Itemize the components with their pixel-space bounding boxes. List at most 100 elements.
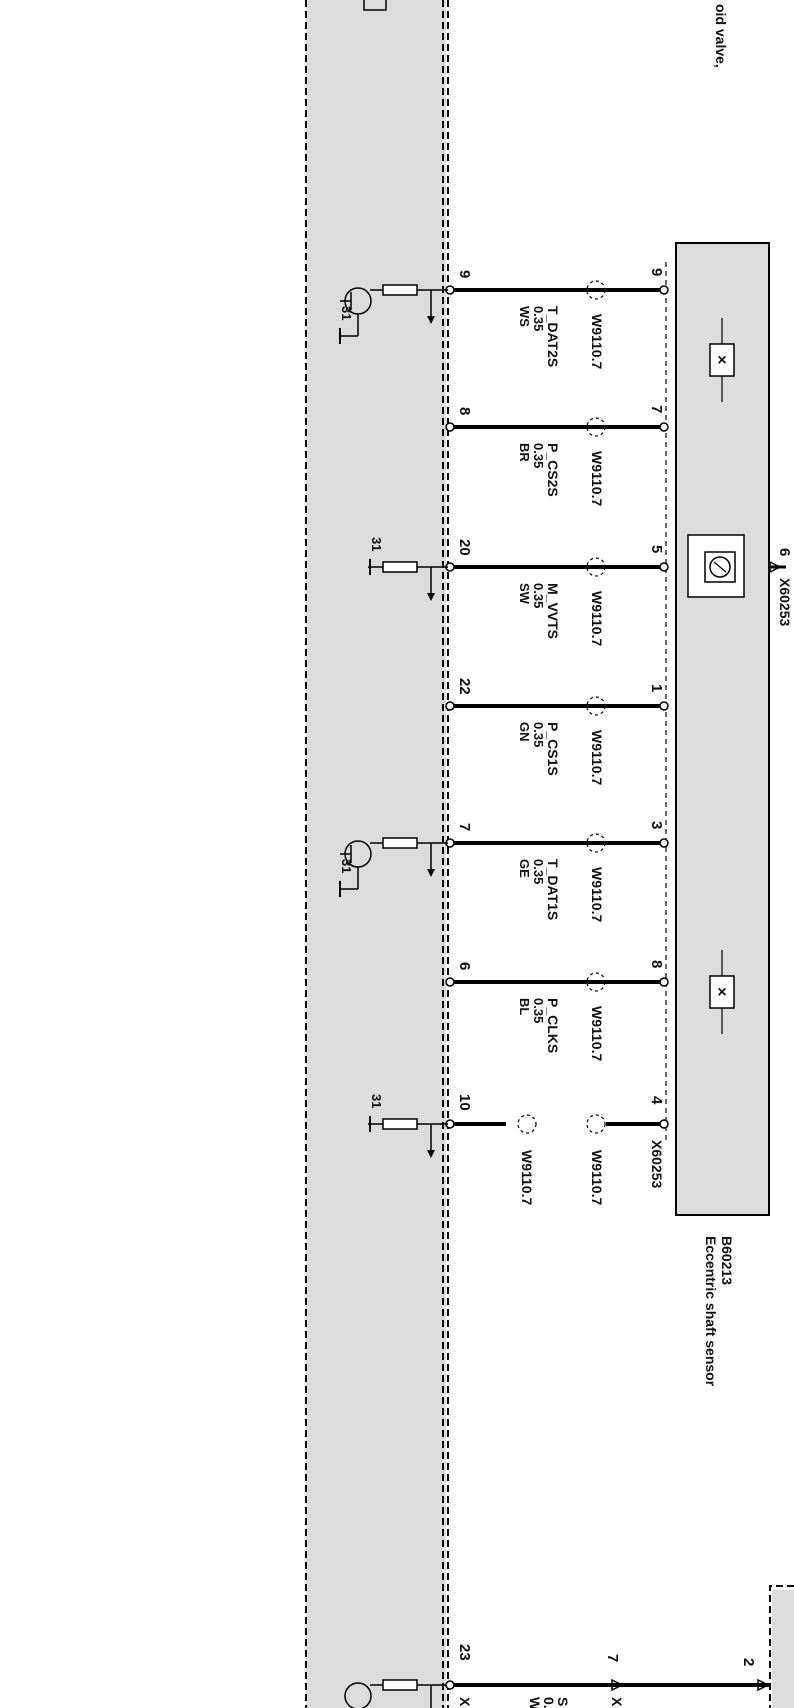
svg-text:×: × <box>717 984 726 1001</box>
wire-harness: W9110.7 <box>589 1006 605 1061</box>
sensor-terminal <box>659 701 669 711</box>
wire-signal: M_VVTS <box>545 583 561 639</box>
harness-marker <box>586 280 606 300</box>
bottom-module <box>445 1585 794 1708</box>
ecu-pin-number: 6 <box>456 962 473 970</box>
ground-label-31: 31 <box>369 537 384 551</box>
arrow-down-icon <box>427 593 435 601</box>
sensor-pin-number: 5 <box>648 545 665 553</box>
sensor-box <box>675 242 770 1216</box>
wire-gauge: 0.35 <box>531 859 546 884</box>
ecu-pin-number: 20 <box>456 539 473 556</box>
wire-harness: W9110.7 <box>589 730 605 785</box>
ecu-top-symbol <box>363 0 387 11</box>
ecu-pin-number: 22 <box>456 678 473 695</box>
resistor-icon <box>382 561 418 573</box>
sensor-element-icon-bottom: × <box>709 950 735 1034</box>
wire-signal: T_DAT1S <box>545 859 561 920</box>
resistor-icon <box>382 284 418 296</box>
bottom-label-s: S <box>555 1697 571 1706</box>
wire-color: BL <box>517 998 532 1015</box>
arrow-down-icon <box>427 316 435 324</box>
wire-gauge: 0.35 <box>531 998 546 1023</box>
harness-marker <box>586 696 606 716</box>
wire-harness: W9110.7 <box>589 591 605 646</box>
ecu-pin-number: 9 <box>456 270 473 278</box>
sensor-terminal <box>659 838 669 848</box>
bottom-label-x2: X <box>609 1697 625 1707</box>
shield-ecu-pin: 10 <box>456 1094 473 1111</box>
ground-label-31: 31 <box>339 859 354 873</box>
sensor-terminal <box>659 422 669 432</box>
wire-color: WS <box>517 306 532 327</box>
ecu-circuits: 31 31 31 31 <box>339 284 448 1708</box>
svg-text:×: × <box>717 352 726 369</box>
sensor-pin6-connector: X60253 <box>777 578 793 626</box>
wire-color: BR <box>517 443 532 462</box>
sensor-pin-number: 7 <box>648 405 665 413</box>
sensor-connector-label: X60253 <box>649 1140 665 1188</box>
shield-harness-right: W9110.7 <box>589 1150 605 1205</box>
wire-signal: P_CLKS <box>545 998 561 1053</box>
sensor-pin-number: 8 <box>648 960 665 968</box>
ecu-circuit-pin20: 31 <box>368 537 448 601</box>
harness-marker <box>586 833 606 853</box>
sensor-element-icon-top: × <box>709 318 735 402</box>
ecu-terminal <box>445 701 455 711</box>
ecu-circuit-pin23 <box>344 1679 448 1708</box>
ground-label-31: 31 <box>339 306 354 320</box>
wire-color: SW <box>517 583 532 605</box>
bottom-ecu-pin: 23 <box>456 1644 473 1661</box>
resistor-icon <box>382 1679 418 1691</box>
wire-signal: T_DAT2S <box>545 306 561 367</box>
sensor-terminal <box>659 562 669 572</box>
wire-harness: W9110.7 <box>589 314 605 369</box>
bottom-label-0: 0. <box>541 1697 557 1708</box>
wire-gauge: 0.35 <box>531 306 546 331</box>
arrow-down-icon <box>427 1150 435 1158</box>
top-note: oid valve, <box>713 4 729 68</box>
harness-marker <box>586 557 606 577</box>
ecu-terminal <box>445 422 455 432</box>
ecu-circuit-pin7: 31 <box>339 837 448 897</box>
shield-wire <box>445 1114 669 1134</box>
sensor-id: B60213 <box>719 1236 735 1285</box>
wire-harness: W9110.7 <box>589 867 605 922</box>
harness-marker <box>586 417 606 437</box>
ecu-module-band <box>306 0 446 1708</box>
sensor-ic-icon <box>687 534 745 598</box>
sensor-pin6-number: 6 <box>776 548 793 556</box>
shield-sensor-pin: 4 <box>648 1096 665 1105</box>
sensor-pin-number: 1 <box>648 684 665 692</box>
wire-gauge: 0.35 <box>531 722 546 747</box>
bottom-label-x1: X <box>457 1697 473 1707</box>
arrow-down-icon <box>427 869 435 877</box>
wire-harness: W9110.7 <box>589 451 605 506</box>
harness-marker <box>586 972 606 992</box>
sensor-pin-number: 3 <box>648 821 665 829</box>
sensor-terminal <box>659 977 669 987</box>
bottom-module-pin: 2 <box>740 1658 757 1666</box>
sensor-name: Eccentric shaft sensor <box>703 1236 719 1387</box>
bottom-sensor-pin: 7 <box>604 1654 621 1662</box>
ecu-circuit-pin9: 31 <box>339 284 448 344</box>
wire-signal: P_CS2S <box>545 443 561 497</box>
ecu-terminal <box>445 977 455 987</box>
wire-color: GE <box>517 859 532 878</box>
sensor-terminal <box>659 285 669 295</box>
ecu-circuit-pin10: 31 <box>368 1094 448 1158</box>
bottom-label-w: W <box>527 1697 543 1708</box>
wire-color: GN <box>517 722 532 742</box>
sensor-pin-number: 9 <box>648 268 665 276</box>
resistor-icon <box>382 837 418 849</box>
ground-label-31: 31 <box>369 1094 384 1108</box>
shield-harness-left: W9110.7 <box>519 1150 535 1205</box>
